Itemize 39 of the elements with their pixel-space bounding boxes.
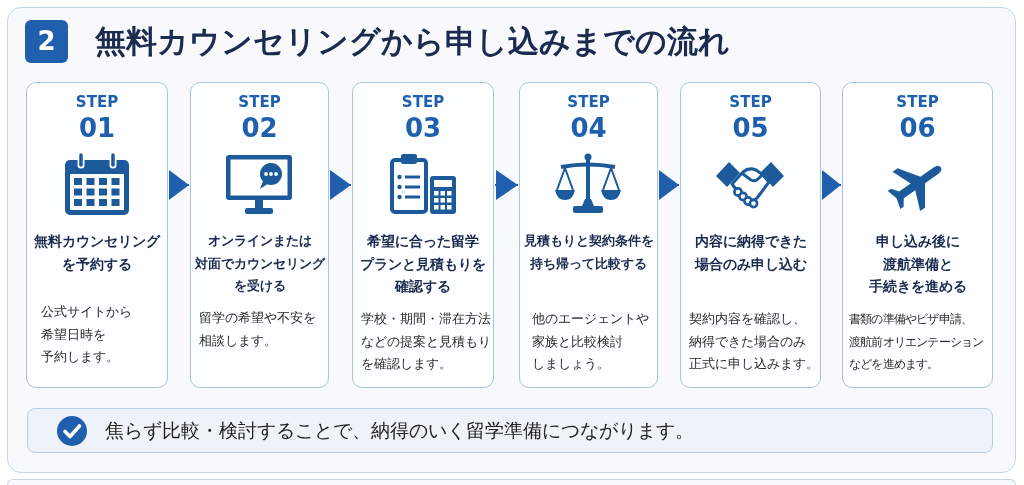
step-label: STEP: [400, 92, 446, 112]
step-card: [190, 82, 329, 388]
step-card: [519, 82, 658, 388]
step-card: [352, 82, 494, 388]
step-number: 02: [240, 112, 279, 144]
step-card: [680, 82, 821, 388]
step-card: [842, 82, 993, 388]
note-text: 焦らず比較・検討することで、納得のいく留学準備につながります。: [105, 419, 694, 443]
step-description: 留学の希望や不安を相談します。: [199, 309, 317, 350]
step-heading: 希望に合った留学プランと見積もりを確認する: [359, 232, 487, 296]
step-description: 他のエージェントや家族と比較検討しましょう。: [532, 310, 650, 373]
step-heading: 見積もりと契約条件を持ち帰って比較する: [522, 232, 655, 273]
step-heading: 申し込み後に渡航準備と手続きを進める: [867, 232, 968, 296]
step-heading: 内容に納得できた場合のみ申し込む: [693, 232, 808, 274]
step-number: 04: [569, 112, 608, 144]
step-number: 05: [731, 112, 770, 144]
step-label: STEP: [74, 92, 120, 112]
step-label: STEP: [566, 92, 611, 112]
step-description: 公式サイトから希望日時を予約します。: [41, 303, 133, 366]
step-label: STEP: [895, 92, 940, 112]
step-card: [26, 82, 168, 388]
section-title: 無料カウンセリングから申し込みまでの流れ: [95, 22, 730, 61]
arrow: [658, 170, 680, 200]
step-number: 01: [77, 112, 117, 144]
step-heading: オンラインまたは対面でカウンセリングを受ける: [193, 232, 326, 295]
step-label: STEP: [728, 92, 773, 112]
arrow: [821, 170, 842, 200]
step-heading: 無料カウンセリングを予約する: [33, 232, 162, 274]
arrow: [494, 170, 519, 200]
step-description: 書類の準備やビザ申請、渡航前オリエンテーションなどを進めます。: [849, 311, 985, 373]
step-label: STEP: [237, 92, 282, 112]
arrow: [168, 170, 190, 200]
number-badge: 2: [25, 20, 68, 63]
step-number: 06: [898, 112, 937, 144]
arrow: [329, 170, 352, 200]
step-description: 契約内容を確認し、納得できた場合のみ正式に申し込みます。: [689, 310, 818, 373]
note-box: [27, 408, 993, 453]
step-description: 学校・期間・滞在方法などの提案と見積もりを確認します。: [361, 310, 491, 373]
step-number: 03: [403, 112, 443, 144]
